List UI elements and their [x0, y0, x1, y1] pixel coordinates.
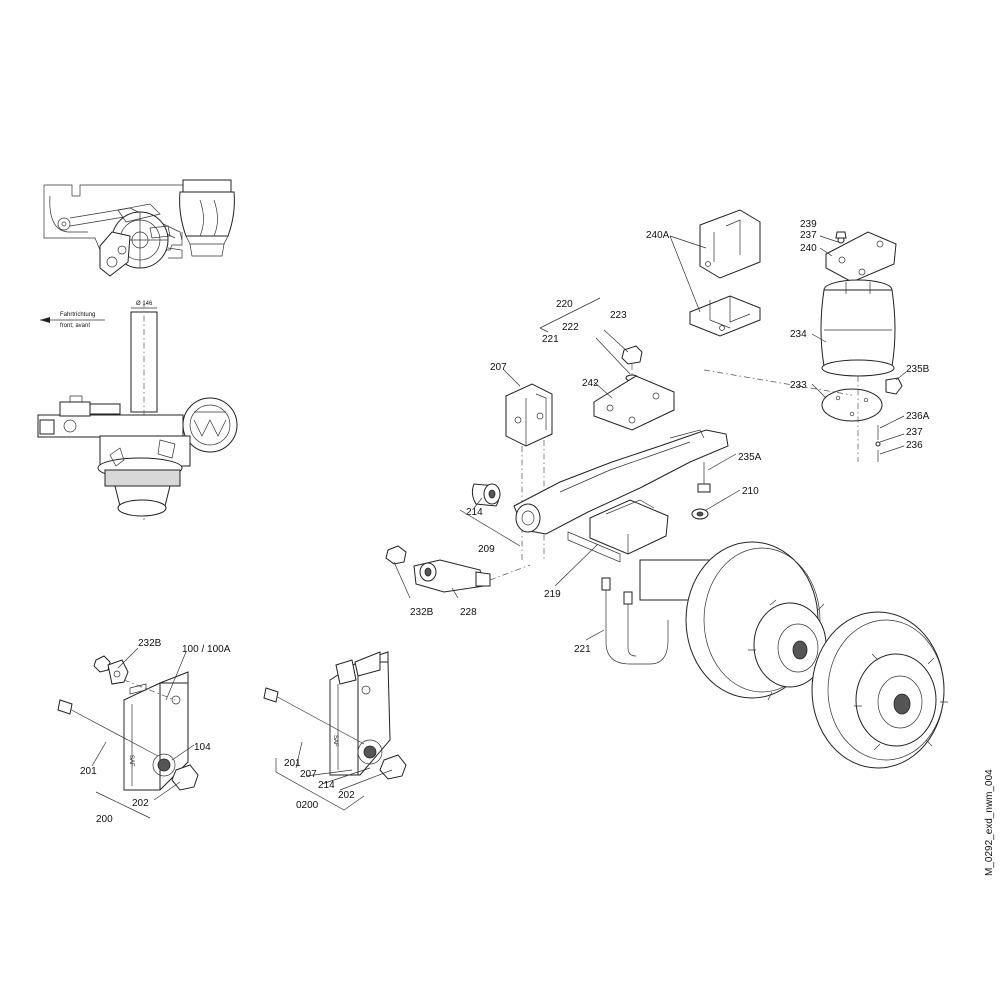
front-view-assembly: Fahrtrichtung front; avant Ø 146	[37, 301, 238, 520]
callout-220: 220	[556, 299, 573, 310]
callout-201-left: 201	[80, 766, 97, 777]
svg-text:SAF: SAF	[332, 735, 338, 747]
callout-237-top: 237	[800, 230, 817, 241]
callout-223: 223	[610, 310, 627, 321]
svg-text:SAF: SAF	[128, 755, 134, 767]
callout-221-top: 221	[542, 334, 559, 345]
exploded-parts	[385, 209, 948, 769]
callout-207: 207	[490, 362, 507, 373]
callout-202-left: 202	[132, 798, 149, 809]
callout-228: 228	[460, 607, 477, 618]
callout-237-bottom: 237	[906, 427, 923, 438]
callout-200: 200	[96, 814, 113, 825]
callout-234: 234	[790, 329, 807, 340]
bracket-assembly-0200: SAF	[263, 651, 407, 780]
callout-214: 214	[466, 507, 483, 518]
callout-221-ubolt: 221	[574, 644, 591, 655]
callout-labels: 239 237 240 240A 220 223 222 221 234 207…	[80, 219, 930, 825]
callout-214-right: 214	[318, 780, 335, 791]
callout-242: 242	[582, 378, 599, 389]
callout-100-100A: 100 / 100A	[182, 644, 231, 655]
callout-210: 210	[742, 486, 759, 497]
callout-233: 233	[790, 380, 807, 391]
callout-207-right: 207	[300, 769, 317, 780]
callout-240A: 240A	[646, 230, 670, 241]
bracket-assembly-200: SAF	[57, 655, 199, 791]
callout-239: 239	[800, 219, 817, 230]
callout-219: 219	[544, 589, 561, 600]
callout-209: 209	[478, 544, 495, 555]
callout-240: 240	[800, 243, 817, 254]
callout-236: 236	[906, 440, 923, 451]
callout-0200: 0200	[296, 800, 319, 811]
side-view-assembly	[43, 179, 235, 277]
callout-235B: 235B	[906, 364, 930, 375]
callout-236A: 236A	[906, 411, 930, 422]
callout-235A: 235A	[738, 452, 762, 463]
callout-201-right: 201	[284, 758, 301, 769]
diameter-label: Ø 146	[136, 301, 153, 307]
direction-arrow: Fahrtrichtung front; avant	[40, 312, 105, 329]
callout-202-right: 202	[338, 790, 355, 801]
drawing-code: M_0292_exd_nwm_004	[984, 769, 995, 876]
callout-232B-shock: 232B	[410, 607, 434, 618]
callout-104: 104	[194, 742, 211, 753]
callout-232B-bracket: 232B	[138, 638, 162, 649]
callout-222: 222	[562, 322, 579, 333]
leader-lines	[91, 235, 907, 819]
direction-label-en: front; avant	[60, 323, 90, 329]
direction-label-de: Fahrtrichtung	[60, 312, 95, 318]
